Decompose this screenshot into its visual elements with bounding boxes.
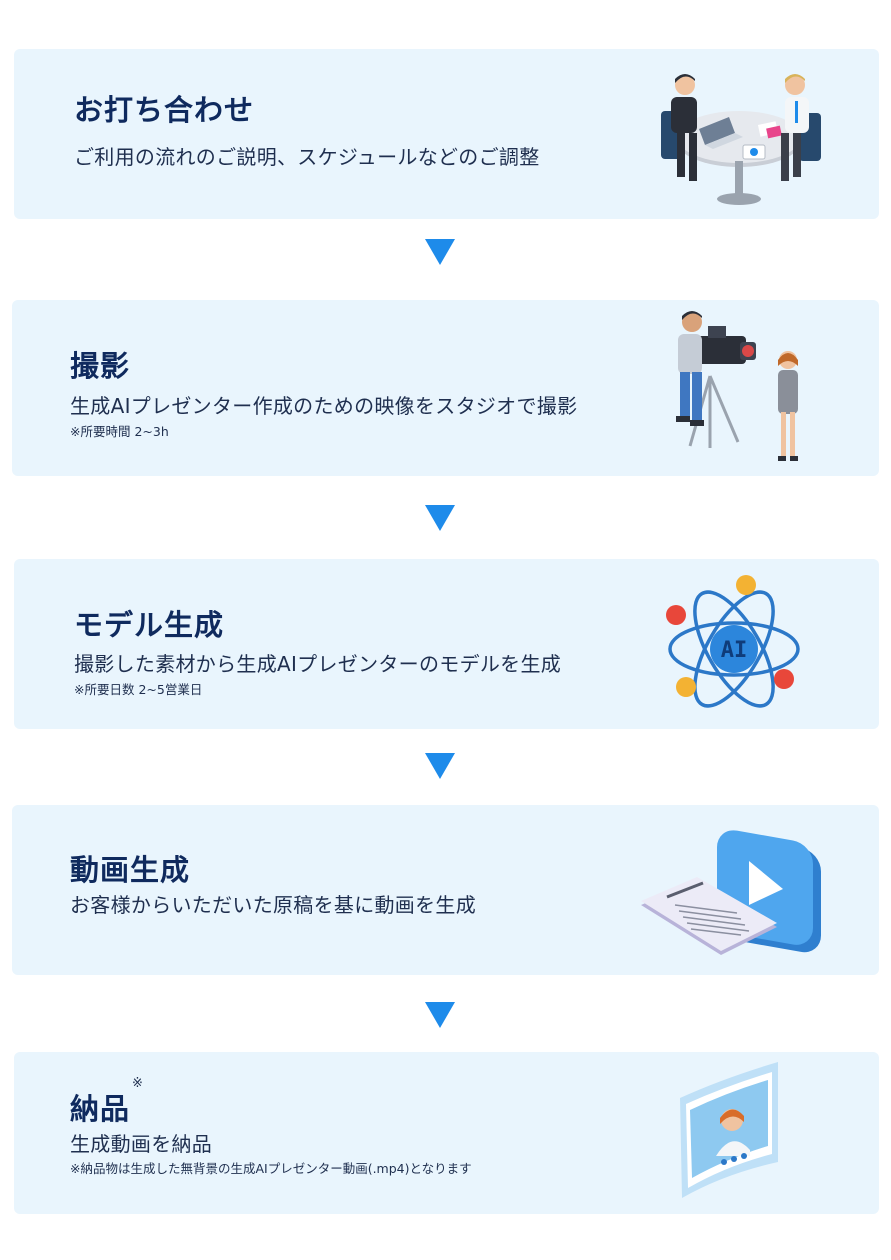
step-note: ※所要日数 2~5営業日 [74,682,203,697]
flow-arrow-down-icon [425,239,455,265]
step-description: 撮影した素材から生成AIプレゼンターのモデルを生成 [74,652,562,676]
step-card-model: モデル生成 撮影した素材から生成AIプレゼンターのモデルを生成 ※所要日数 2~… [14,559,879,729]
meeting-icon [661,74,821,205]
step-description: 生成AIプレゼンター作成のための映像をスタジオで撮影 [70,394,578,418]
step-card-video-generation: 動画生成 お客様からいただいた原稿を基に動画を生成 [12,805,879,975]
ai-atom-icon: AI [666,575,800,708]
step-title: 納品※ [70,1076,144,1128]
step-card-shooting: 撮影 生成AIプレゼンター作成のための映像をスタジオで撮影 ※所要時間 2~3h [12,300,879,476]
document-play-icon [641,830,821,955]
step-note: ※納品物は生成した無背景の生成AIプレゼンター動画(.mp4)となります [70,1161,472,1176]
step-title-text: 納品 [70,1092,131,1126]
video-shoot-icon [676,311,798,461]
step-description: ご利用の流れのご説明、スケジュールなどのご調整 [74,145,540,169]
video-screen-icon [680,1062,778,1198]
step-title: 撮影 [70,349,131,383]
flow-arrow-down-icon [425,505,455,531]
step-description: お客様からいただいた原稿を基に動画を生成 [70,893,476,917]
ai-label: AI [721,638,748,663]
step-card-meeting: お打ち合わせ ご利用の流れのご説明、スケジュールなどのご調整 [14,49,879,219]
step-title: モデル生成 [74,608,225,642]
flow-arrow-down-icon [425,753,455,779]
step-title: 動画生成 [70,853,191,887]
step-note: ※所要時間 2~3h [70,424,169,439]
title-footnote-mark: ※ [132,1076,144,1091]
step-card-delivery: 納品※ 生成動画を納品 ※納品物は生成した無背景の生成AIプレゼンター動画(.m… [14,1052,879,1214]
flow-arrow-down-icon [425,1002,455,1028]
step-description: 生成動画を納品 [70,1132,213,1156]
step-title: お打ち合わせ [74,93,255,127]
